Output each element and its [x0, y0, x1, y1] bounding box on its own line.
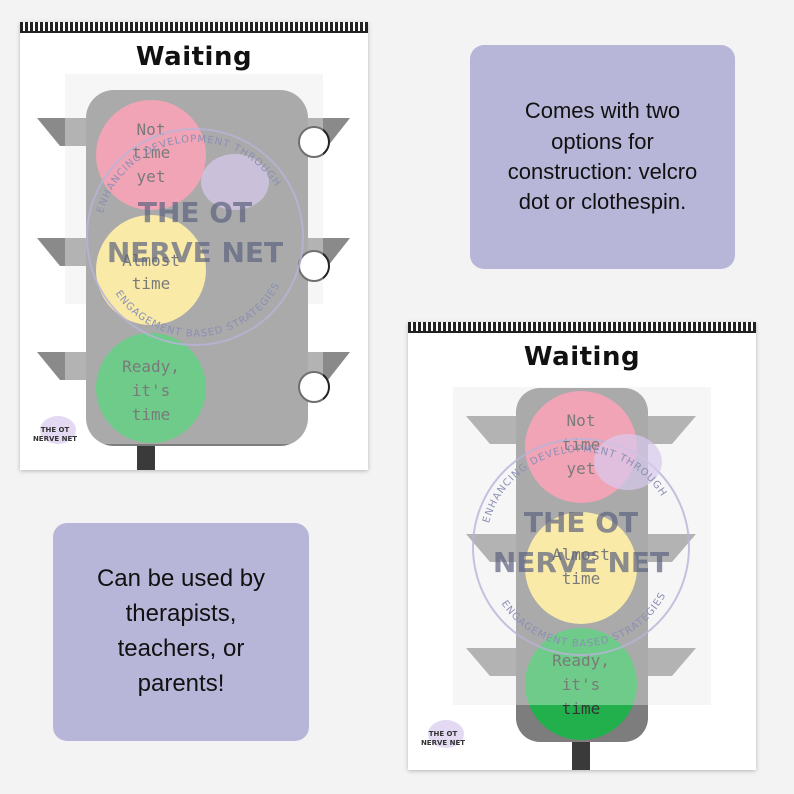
traffic-light-graphic: Not time yet Almost time Ready, it's tim… — [421, 387, 711, 770]
spiral-binding — [408, 322, 756, 333]
yellow-light-label: time — [562, 569, 601, 588]
watermark-overlay — [65, 74, 323, 444]
velcro-dot-marker — [298, 371, 330, 403]
green-light — [525, 628, 637, 740]
housing-flap — [466, 534, 520, 562]
red-light — [96, 100, 206, 210]
housing-flap — [642, 416, 696, 444]
red-light-label: yet — [567, 459, 596, 478]
green-light — [96, 333, 206, 443]
housing-flap — [642, 648, 696, 676]
housing-flap — [466, 648, 520, 676]
traffic-light-pole — [137, 442, 155, 470]
red-light-label: Not — [567, 411, 596, 430]
red-light-label: Not — [137, 120, 166, 139]
svg-text:NERVE NET: NERVE NET — [33, 435, 77, 443]
yellow-light-label: time — [132, 274, 171, 293]
jellyfish-icon — [594, 434, 662, 490]
green-light-label: it's — [562, 675, 601, 694]
card-title: Waiting — [523, 342, 641, 372]
card-title: Waiting — [135, 42, 253, 72]
yellow-light — [525, 512, 637, 624]
green-light-label: time — [562, 699, 601, 718]
red-light-label: time — [132, 143, 171, 162]
svg-text:THE OT: THE OT — [429, 730, 458, 738]
red-light-label: yet — [137, 167, 166, 186]
housing-flap — [466, 416, 520, 444]
jellyfish-icon — [201, 154, 269, 210]
traffic-light-pole — [572, 736, 590, 770]
construction-options-box: Comes with two options for construction:… — [470, 45, 735, 269]
green-light-label: it's — [132, 381, 171, 400]
watermark-line1: THE OT — [524, 506, 638, 539]
watermark-line1: THE OT — [138, 196, 252, 229]
housing-flap — [37, 352, 90, 380]
housing-flap — [37, 238, 90, 266]
green-light-label: Ready, — [552, 651, 610, 670]
waiting-card-clothespin: Waiting Not time yet Almost time Ready, … — [408, 322, 756, 770]
yellow-light-label: Almost — [122, 251, 180, 270]
waiting-card-velcro: Waiting Not time yet Almost time Ready, … — [20, 22, 368, 470]
ot-nerve-net-logo: THE OT NERVE NET — [33, 416, 77, 444]
ot-nerve-net-logo: THE OT NERVE NET — [421, 720, 465, 748]
watermark-line2: NERVE NET — [493, 546, 669, 579]
svg-text:NERVE NET: NERVE NET — [421, 739, 465, 747]
housing-flap — [642, 534, 696, 562]
audience-text: Can be used by therapists, teachers, or … — [96, 565, 266, 697]
yellow-light — [96, 215, 206, 325]
green-light-label: time — [132, 405, 171, 424]
traffic-light-graphic: Not time yet Almost time Ready, it's tim… — [33, 74, 350, 470]
audience-box: Can be used by therapists, teachers, or … — [53, 523, 309, 741]
velcro-dot-marker — [298, 126, 330, 158]
watermark-line2: NERVE NET — [107, 236, 283, 269]
yellow-light-label: Almost — [552, 545, 610, 564]
spiral-binding — [20, 22, 368, 33]
housing-flap — [37, 118, 90, 146]
green-light-label: Ready, — [122, 357, 180, 376]
construction-options-text: Comes with two options for construction:… — [507, 98, 698, 215]
svg-text:THE OT: THE OT — [41, 426, 70, 434]
